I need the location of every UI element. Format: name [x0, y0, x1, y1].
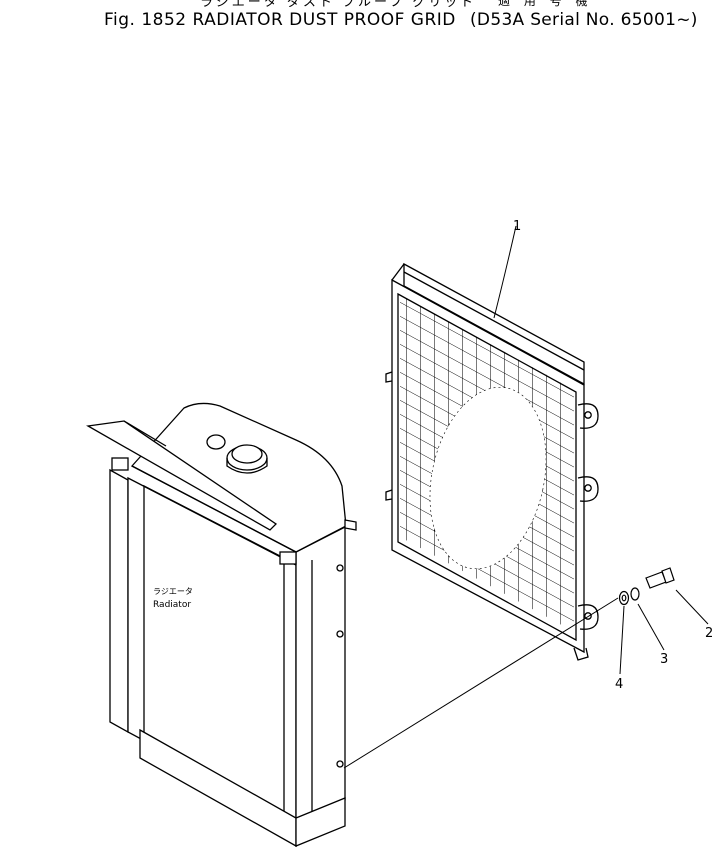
radiator-assembly — [86, 402, 357, 848]
japanese-title: ラジエータ ダスト プルーフ グリッド — [200, 0, 477, 10]
bolt — [645, 567, 675, 589]
callout-2: 2 — [705, 626, 713, 641]
callout-3: 3 — [660, 652, 668, 667]
fasteners — [618, 567, 675, 606]
callout-4: 4 — [615, 677, 623, 692]
figure-title: Fig. 1852 RADIATOR DUST PROOF GRID — [104, 10, 456, 30]
callout-1: 1 — [513, 219, 521, 234]
dust-proof-grid — [385, 262, 599, 661]
washer — [630, 587, 640, 601]
leader-lines — [343, 225, 709, 769]
applicability-label: 適 用 号 機 — [498, 0, 593, 8]
radiator-label-jp: ラジエータ — [153, 587, 193, 596]
serial-range: (D53A Serial No. 65001~) — [470, 10, 698, 30]
radiator-label-en: Radiator — [153, 600, 191, 610]
